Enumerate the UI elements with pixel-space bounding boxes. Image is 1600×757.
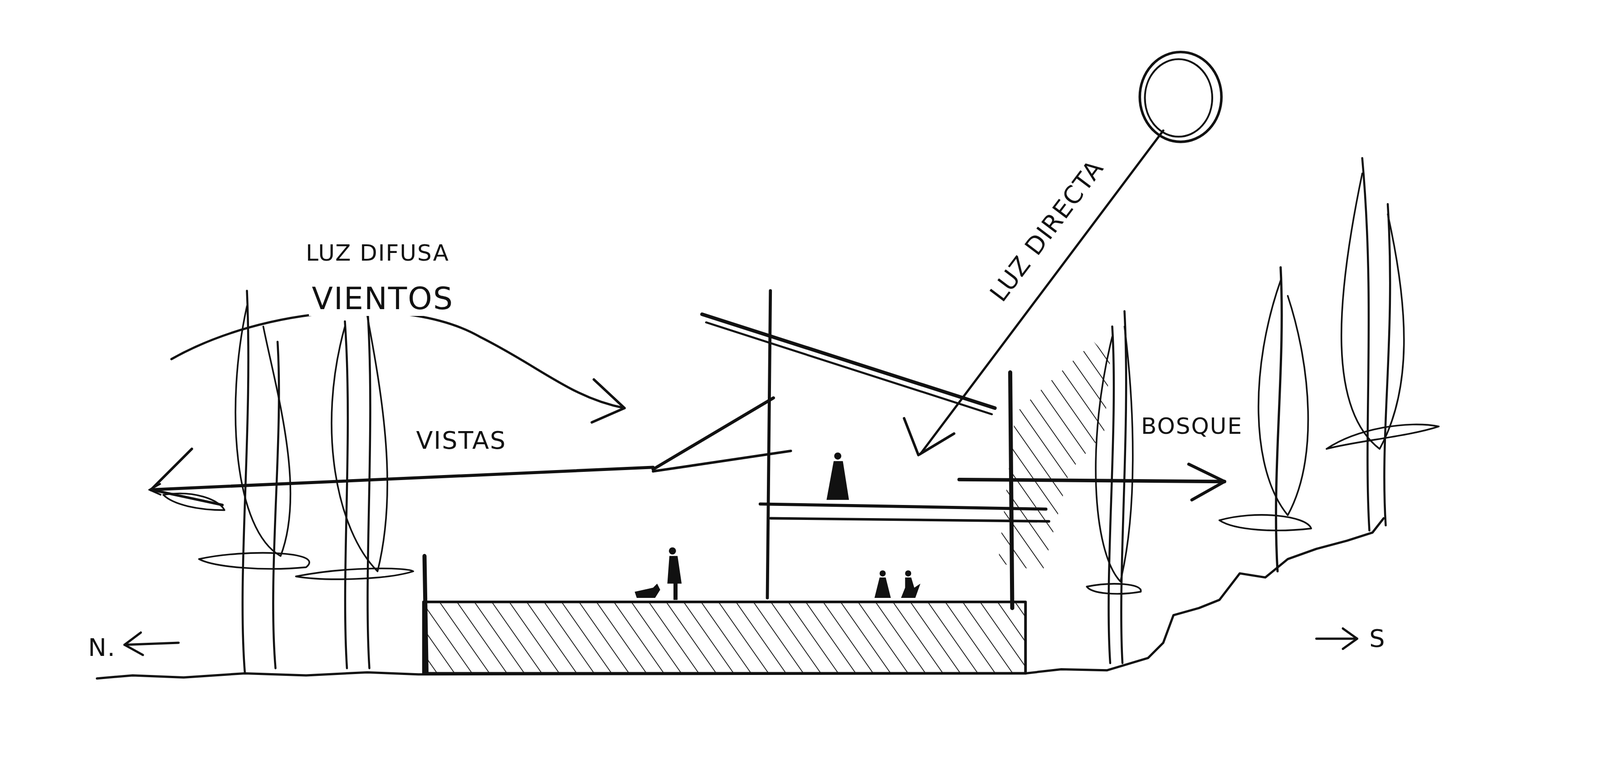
light-note: LUZ DIFUSA — [302, 240, 453, 266]
north-mark: N. — [85, 634, 119, 662]
wind-note: VIENTOS — [308, 282, 457, 317]
views-note: VISTAS — [413, 427, 509, 454]
forest-note: BOSQUE — [1138, 414, 1246, 440]
south-mark: S — [1366, 625, 1389, 653]
